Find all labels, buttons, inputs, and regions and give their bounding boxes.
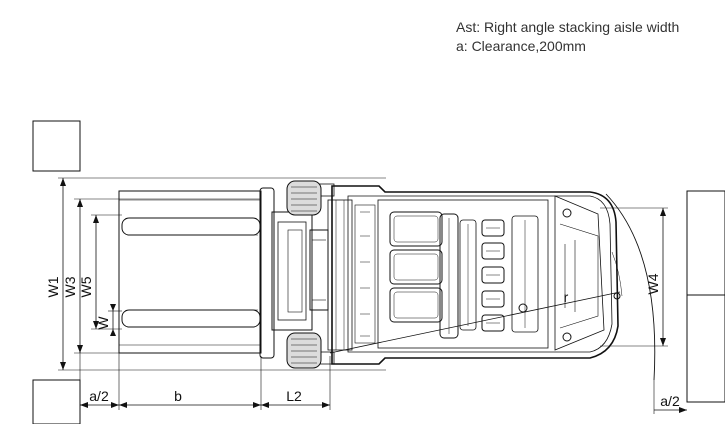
dimension-w4 bbox=[600, 207, 668, 347]
dimension-lines-left bbox=[58, 177, 386, 371]
front-wheel-bottom bbox=[286, 332, 322, 369]
dimension-arrows bbox=[60, 178, 687, 413]
label-l2: L2 bbox=[286, 388, 302, 404]
legend-clearance: a: Clearance,200mm bbox=[456, 38, 586, 54]
pallet-top-left bbox=[32, 120, 81, 172]
label-w4: W4 bbox=[645, 273, 661, 294]
load-outline bbox=[118, 190, 262, 354]
mast-carriage bbox=[259, 183, 353, 365]
legend-ast: Ast: Right angle stacking aisle width bbox=[456, 19, 680, 35]
legend: Ast: Right angle stacking aisle width a:… bbox=[456, 18, 679, 56]
pallet-right bbox=[686, 190, 725, 403]
label-w3: W3 bbox=[62, 276, 78, 297]
overhead-guard bbox=[354, 199, 549, 349]
label-w: W bbox=[95, 316, 111, 330]
dimension-lines-bottom bbox=[79, 352, 687, 414]
pallet-bottom-left bbox=[32, 379, 81, 424]
label-a-half-right: a/2 bbox=[660, 393, 680, 409]
label-b: b bbox=[174, 388, 182, 404]
front-wheel-top bbox=[286, 180, 322, 216]
label-a-half-left: a/2 bbox=[89, 388, 109, 404]
label-w1: W1 bbox=[45, 276, 61, 297]
label-w5: W5 bbox=[78, 276, 94, 297]
label-r: r bbox=[564, 289, 569, 305]
turning-radius bbox=[329, 193, 656, 381]
truck-body bbox=[331, 185, 621, 365]
forks bbox=[121, 217, 261, 328]
